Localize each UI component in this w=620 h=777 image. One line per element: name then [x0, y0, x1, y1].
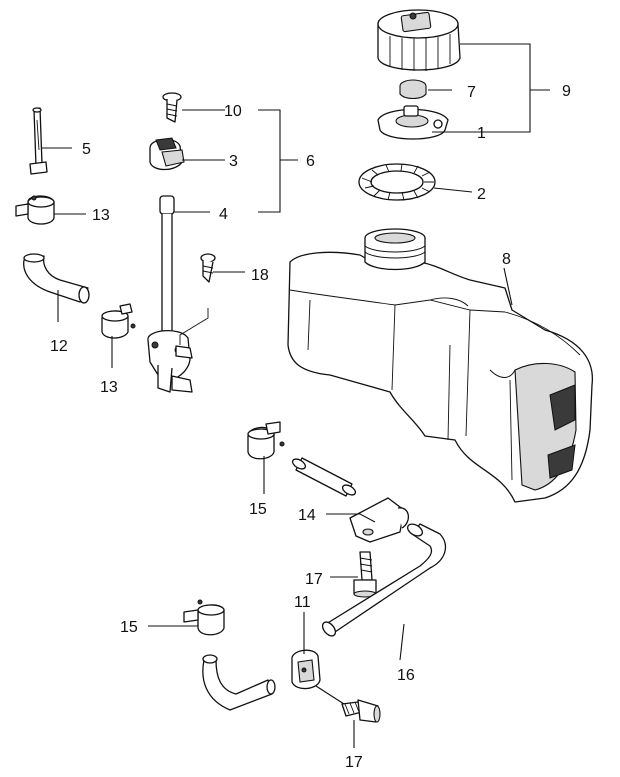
hose-elbow-lower [202, 654, 276, 711]
vent-plate [377, 105, 449, 140]
callout-15-upper: 15 [249, 501, 267, 518]
callout-4: 4 [219, 206, 228, 223]
clip-11 [291, 649, 321, 690]
callout-14: 14 [298, 507, 316, 524]
hose-clamp-13-lower [101, 303, 136, 339]
screw-18 [200, 253, 216, 283]
callout-2: 2 [477, 186, 486, 203]
pin-5 [29, 107, 48, 175]
fuel-hose-16 [321, 523, 447, 637]
callout-18: 18 [251, 267, 269, 284]
callout-13-top: 13 [92, 207, 110, 224]
callout-13-lower: 13 [100, 379, 118, 396]
fuel-cock-assembly [147, 195, 209, 393]
callout-17-upper: 17 [305, 571, 323, 588]
bolt-17-upper [353, 551, 377, 598]
screw-10 [162, 92, 182, 123]
callout-11: 11 [294, 594, 311, 611]
callout-16: 16 [397, 667, 415, 684]
callout-6: 6 [306, 153, 315, 170]
hose-clamp-15-upper [247, 421, 285, 460]
callout-5: 5 [82, 141, 91, 158]
bolt-17-lower [341, 699, 381, 723]
callout-10: 10 [224, 103, 242, 120]
callout-17-lower: 17 [345, 754, 363, 771]
callout-12: 12 [50, 338, 68, 355]
callout-7: 7 [467, 84, 476, 101]
callout-numbers: 1 2 3 4 5 6 7 8 9 10 11 12 13 13 14 15 1… [50, 83, 571, 771]
cap-gasket [399, 79, 427, 100]
hose-clamp-15-lower [183, 599, 225, 636]
leader-lines [42, 43, 550, 748]
hose-segment-short [291, 457, 357, 497]
strainer-ring [358, 163, 436, 201]
callout-3: 3 [229, 153, 238, 170]
callout-15-lower: 15 [120, 619, 138, 636]
callout-8: 8 [502, 251, 511, 268]
fuel-cock-knob [149, 137, 185, 171]
fuel-tank [287, 228, 594, 503]
bracket-14 [349, 497, 409, 543]
tank-cap [377, 9, 461, 71]
fuel-hose-12 [23, 253, 90, 304]
callout-9: 9 [562, 83, 571, 100]
hose-clamp-13-top [15, 195, 55, 225]
callout-1: 1 [477, 125, 486, 142]
